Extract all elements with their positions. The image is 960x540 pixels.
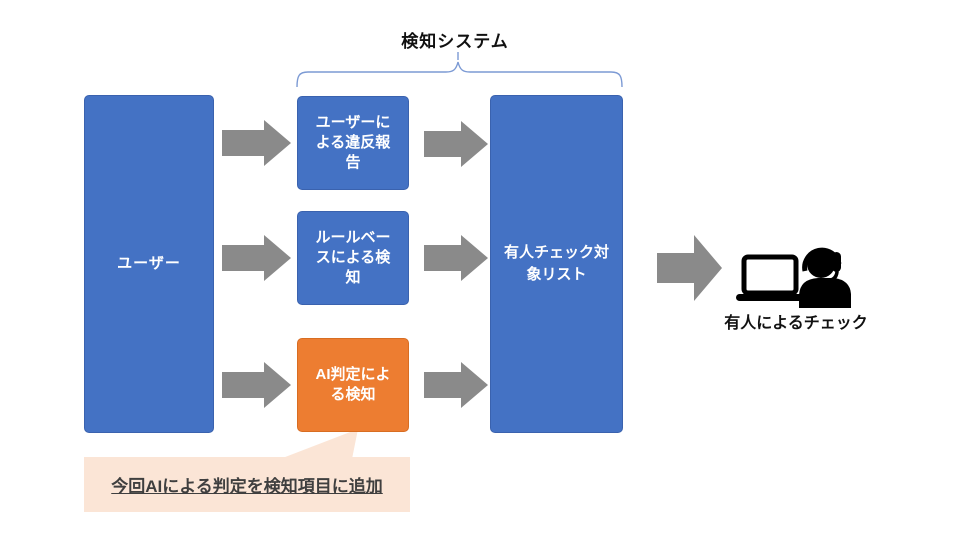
support-agent-icon xyxy=(799,247,851,308)
arrow-report-to-list xyxy=(424,121,488,167)
node-user-violation-report: ユーザーによる違反報告 xyxy=(297,96,409,190)
system-brace xyxy=(296,52,623,88)
node-ai-detection: AI判定による検知 xyxy=(297,338,409,432)
arrow-user-to-ai xyxy=(222,362,291,408)
laptop-icon xyxy=(736,254,804,301)
arrow-user-to-report xyxy=(222,120,291,166)
system-title: 検知システム xyxy=(401,32,509,51)
node-user: ユーザー xyxy=(84,95,214,433)
arrow-user-to-rule xyxy=(222,235,291,281)
callout-bubble: 今回AIによる判定を検知項目に追加 xyxy=(84,457,410,512)
arrow-rule-to-list xyxy=(424,235,488,281)
human-check-caption: 有人によるチェック xyxy=(724,315,868,332)
callout-text: 今回AIによる判定を検知項目に追加 xyxy=(111,477,383,496)
callout-pointer xyxy=(280,429,358,459)
node-rule-based-detection: ルールベースによる検知 xyxy=(297,211,409,305)
node-manned-check-list: 有人チェック対象リスト xyxy=(490,95,623,433)
arrow-list-to-human xyxy=(657,235,722,301)
arrow-ai-to-list xyxy=(424,362,488,408)
